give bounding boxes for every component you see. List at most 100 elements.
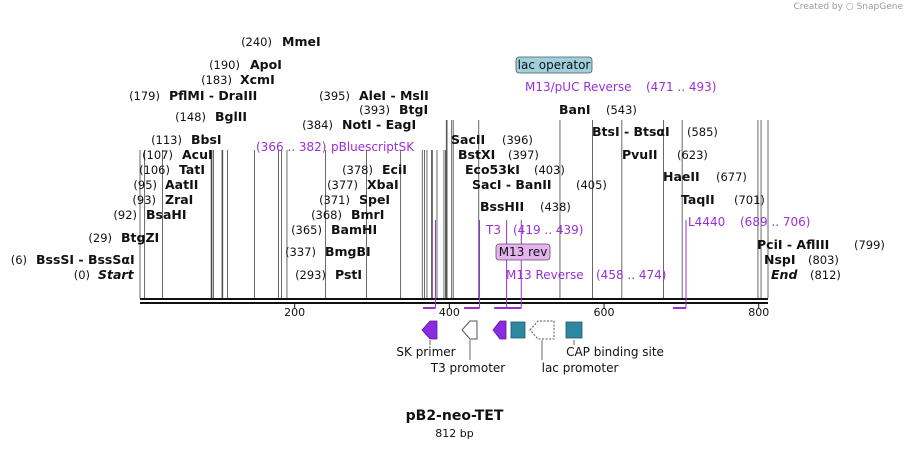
site-name[interactable]: NspI — [764, 252, 796, 267]
site-pos: (148) — [175, 110, 206, 124]
site-name[interactable]: TatI — [179, 162, 205, 177]
site-name[interactable]: End — [771, 267, 798, 282]
site-pos: (585) — [687, 125, 718, 139]
site-name[interactable]: AatII — [165, 177, 198, 192]
site-name[interactable]: PciI - AflIII — [757, 237, 829, 252]
primer-range: (366 .. 382) — [256, 140, 326, 154]
site-pos: (543) — [606, 103, 637, 117]
site-name[interactable]: XcmI — [240, 72, 275, 87]
right-sites: SacII (396) BstXI (397) Eco53kI (403) Sa… — [451, 102, 885, 282]
m13-rev-tag[interactable]: M13 rev — [495, 243, 551, 261]
site-name[interactable]: PstI — [335, 267, 362, 282]
site-pos: (393) — [359, 103, 390, 117]
site-name[interactable]: BanI — [559, 102, 591, 117]
site-name[interactable]: PflMI - DraIII — [169, 88, 257, 103]
lac-promoter-arrow-icon[interactable] — [529, 320, 555, 340]
site-pos: (0) — [74, 268, 90, 282]
site-pos: (378) — [342, 163, 373, 177]
site-name[interactable]: BssSI - BssSαI — [36, 252, 135, 267]
plasmid-name: pB2-neo-TET — [405, 408, 504, 424]
m13-rev-tag-label: M13 rev — [499, 245, 548, 259]
site-pos: (397) — [508, 148, 539, 162]
site-name[interactable]: Start — [98, 267, 135, 282]
left-sites: (240) MmeI (190) ApoI (183) XcmI (179) P… — [11, 34, 321, 282]
primer-name[interactable]: L4440 — [688, 215, 725, 229]
site-name[interactable]: BmgBI — [325, 244, 371, 259]
site-pos: (365) — [291, 223, 322, 237]
primer-name[interactable]: M13 Reverse — [506, 268, 584, 282]
site-pos: (623) — [677, 148, 708, 162]
site-pos: (113) — [151, 133, 182, 147]
site-name[interactable]: SacI - BanII — [472, 177, 552, 192]
primer-labels: (366 .. 382) pBluescriptSK M13/pUC Rever… — [256, 80, 810, 282]
site-pos: (395) — [319, 89, 350, 103]
site-pos: (371) — [319, 193, 350, 207]
site-name[interactable]: ZraI — [165, 192, 193, 207]
site-pos: (812) — [810, 268, 841, 282]
site-name[interactable]: TaqII — [681, 192, 715, 207]
site-pos: (179) — [129, 89, 160, 103]
site-name[interactable]: BtgI — [399, 102, 428, 117]
site-pos: (438) — [540, 200, 571, 214]
site-name[interactable]: BbsI — [191, 132, 222, 147]
primer-name[interactable]: M13/pUC Reverse — [525, 80, 632, 94]
site-name[interactable]: SpeI — [359, 192, 390, 207]
m13-rev-arrow-icon[interactable] — [492, 320, 507, 340]
site-name[interactable]: BmrI — [351, 207, 384, 222]
site-leader-lines — [139, 120, 769, 298]
site-name[interactable]: SacII — [451, 132, 485, 147]
site-name[interactable]: BtsI - BtsαI — [592, 124, 670, 139]
sk-primer-arrow-icon[interactable] — [421, 320, 438, 340]
site-pos: (29) — [88, 231, 112, 245]
site-name[interactable]: BstXI — [458, 147, 495, 162]
site-pos: (799) — [854, 238, 885, 252]
site-name[interactable]: HaeII — [663, 169, 700, 184]
site-pos: (93) — [132, 193, 156, 207]
t3-promoter-arrow-icon[interactable] — [461, 320, 478, 340]
site-name[interactable]: ApoI — [250, 57, 282, 72]
site-pos: (405) — [576, 178, 607, 192]
site-name[interactable]: MmeI — [282, 34, 321, 49]
site-name[interactable]: Eco53kI — [465, 162, 520, 177]
site-name[interactable]: BamHI — [331, 222, 377, 237]
site-pos: (6) — [11, 253, 27, 267]
lac-operator-tag-box — [515, 56, 593, 74]
sk-primer-label: SK primer — [396, 345, 455, 359]
site-pos: (95) — [133, 178, 157, 192]
snapgene-credit: Created by ○ SnapGene — [793, 2, 903, 12]
primer-name[interactable]: pBluescriptSK — [331, 140, 415, 154]
primer-range: (419 .. 439) — [513, 223, 583, 237]
site-name[interactable]: NotI - EagI — [342, 117, 416, 132]
lac-promoter-label: lac promoter — [542, 361, 619, 375]
primer-range: (689 .. 706) — [740, 215, 810, 229]
site-pos: (337) — [285, 245, 316, 259]
site-pos: (377) — [327, 178, 358, 192]
site-pos: (240) — [241, 35, 272, 49]
site-name[interactable]: AcuI — [182, 147, 213, 162]
plasmid-size: 812 bp — [435, 427, 474, 440]
site-pos: (106) — [139, 163, 170, 177]
site-name[interactable]: BssHII — [480, 199, 524, 214]
site-name[interactable]: PvuII — [622, 147, 658, 162]
site-name[interactable]: EciI — [382, 162, 407, 177]
site-pos: (293) — [295, 268, 326, 282]
cap-binding-site-label: CAP binding site — [566, 345, 664, 359]
site-name[interactable]: BglII — [215, 109, 247, 124]
site-name[interactable]: XbaI — [367, 177, 399, 192]
cap-binding-site-box-icon[interactable] — [565, 321, 583, 339]
site-name[interactable]: BtgZI — [121, 230, 159, 245]
axis-tick-label: 600 — [594, 306, 615, 319]
site-name[interactable]: AleI - MslI — [359, 88, 429, 103]
primer-bars — [423, 220, 687, 309]
lac-operator-box-icon[interactable] — [510, 321, 526, 339]
features-track: SK primer T3 promoter lac promoter CAP b… — [396, 320, 664, 375]
middle-sites: (395) AleI - MslI (393) BtgI (384) NotI … — [285, 88, 429, 282]
site-name[interactable]: BsaHI — [146, 207, 187, 222]
site-pos: (403) — [534, 163, 565, 177]
site-pos: (368) — [311, 208, 342, 222]
primer-name[interactable]: T3 — [485, 223, 501, 237]
lac-operator-tag[interactable]: lac operator — [515, 56, 593, 74]
primer-range: (458 .. 474) — [596, 268, 666, 282]
